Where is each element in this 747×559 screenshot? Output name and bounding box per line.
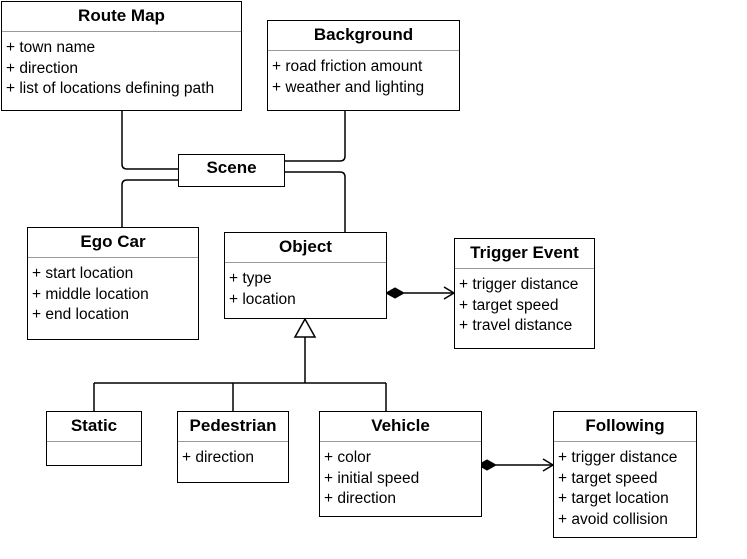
composition-diamond-vehicle <box>476 459 498 471</box>
attribute: + town name <box>6 39 96 56</box>
attribute: + direction <box>6 59 78 77</box>
attribute: + target location <box>558 490 669 507</box>
attribute-list: + town name + direction + list of locati… <box>2 32 241 100</box>
link-scene-background <box>285 111 346 162</box>
class-title: Following <box>554 412 696 442</box>
attribute: + road friction amount <box>272 58 423 75</box>
class-title: Pedestrian <box>178 412 288 442</box>
attribute: + start location <box>32 265 134 282</box>
class-title: Background <box>268 21 459 51</box>
attribute: + middle location <box>32 285 149 303</box>
class-vehicle[interactable]: Vehicle + color + initial speed + direct… <box>319 411 482 517</box>
attribute: + weather and lighting <box>272 78 425 96</box>
class-object[interactable]: Object + type + location <box>224 232 387 319</box>
generalization-triangle <box>293 317 317 338</box>
class-title: Scene <box>206 158 257 177</box>
attribute: + target speed <box>558 469 658 487</box>
attribute-list: + direction <box>178 442 288 469</box>
class-pedestrian[interactable]: Pedestrian + direction <box>177 411 289 483</box>
attribute: + target speed <box>459 296 559 314</box>
class-trigger-event[interactable]: Trigger Event + trigger distance + targe… <box>454 238 595 349</box>
attribute: + direction <box>182 449 254 466</box>
attribute: + type <box>229 270 272 287</box>
class-title: Trigger Event <box>455 239 594 269</box>
class-background[interactable]: Background + road friction amount + weat… <box>267 20 460 111</box>
attribute-list: + type + location <box>225 263 386 310</box>
class-title: Static <box>47 412 141 442</box>
class-title: Route Map <box>2 2 241 32</box>
attribute-list: + start location + middle location + end… <box>28 258 198 326</box>
composition-diamond-object <box>384 287 406 299</box>
class-title: Vehicle <box>320 412 481 442</box>
class-title: Object <box>225 233 386 263</box>
class-scene[interactable]: Scene <box>178 154 285 187</box>
attribute: + color <box>324 449 371 466</box>
attribute: + avoid collision <box>558 510 668 528</box>
attribute-list: + road friction amount + weather and lig… <box>268 51 459 98</box>
attribute-list: + color + initial speed + direction <box>320 442 481 510</box>
attribute: + list of locations defining path <box>6 80 215 97</box>
attribute-list: + trigger distance + target speed + trav… <box>455 269 594 337</box>
attribute: + trigger distance <box>558 449 678 466</box>
class-ego-car[interactable]: Ego Car + start location + middle locati… <box>27 227 199 340</box>
class-static[interactable]: Static <box>46 411 142 466</box>
class-title: Ego Car <box>28 228 198 258</box>
class-following[interactable]: Following + trigger distance + target sp… <box>553 411 697 538</box>
attribute-list: + trigger distance + target speed + targ… <box>554 442 696 530</box>
link-scene-object <box>285 171 346 232</box>
attribute: + end location <box>32 306 129 323</box>
attribute: + location <box>229 290 296 308</box>
attribute: + travel distance <box>459 317 573 334</box>
link-scene-ego-car <box>121 179 178 227</box>
attribute: + initial speed <box>324 469 420 487</box>
attribute: + direction <box>324 490 396 507</box>
link-scene-route-map <box>121 111 178 170</box>
class-route-map[interactable]: Route Map + town name + direction + list… <box>1 1 242 111</box>
attribute: + trigger distance <box>459 276 579 293</box>
